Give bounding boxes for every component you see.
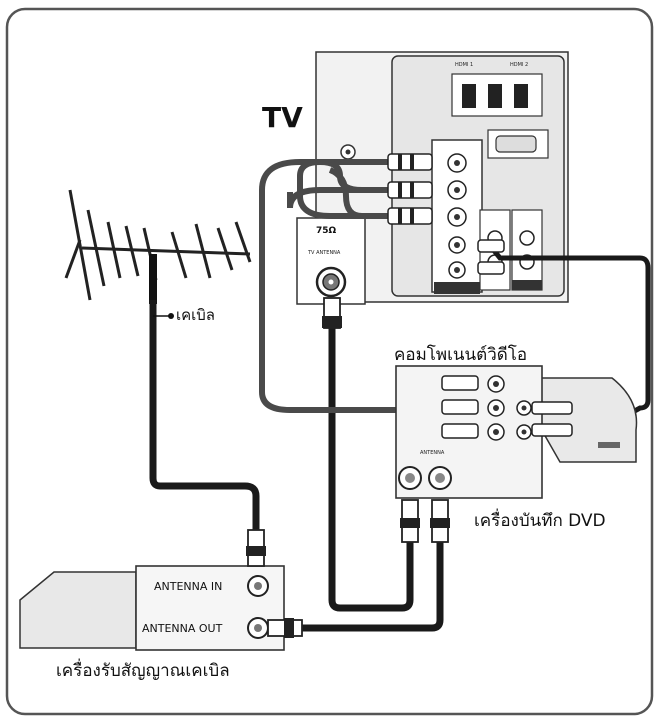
- svg-text:TV ANTENNA: TV ANTENNA: [307, 250, 341, 256]
- cable-tv-antenna-to-dvd: [328, 318, 414, 612]
- antenna-icon: [64, 189, 252, 301]
- component-video-label: คอมโพเนนต์วิดีโอ: [394, 344, 527, 365]
- dvd-recorder-label: เครื่องบันทึก DVD: [474, 508, 606, 531]
- antenna-in-label: ANTENNA IN: [154, 580, 222, 593]
- cable-box-out-to-dvd: [298, 540, 444, 632]
- hdmi-port-2: [488, 84, 502, 108]
- svg-text:ANTENNA: ANTENNA: [420, 450, 445, 456]
- dvd-recorder: ANTENNA: [395, 365, 638, 543]
- tv-antenna-input: 75Ω TV ANTENNA: [296, 217, 366, 305]
- svg-text:75Ω: 75Ω: [316, 226, 337, 236]
- hdmi-port-3: [514, 84, 528, 108]
- tv-rear-panel: HDMI 1 HDMI 2: [315, 51, 569, 303]
- svg-text:HDMI 2: HDMI 2: [510, 62, 528, 68]
- cable-box-label: เครื่องรับสัญญาณเคเบิล: [56, 658, 230, 681]
- cable-box: [19, 529, 303, 651]
- cable-label: เคเบิล: [176, 306, 215, 324]
- tv-rca-plugs: [387, 153, 505, 275]
- tv-antenna-plug: [322, 297, 342, 329]
- component-cable-loop: [259, 159, 420, 413]
- tv-label: TV: [262, 101, 303, 134]
- hdmi-port-1: [462, 84, 476, 108]
- vga-port: [495, 135, 537, 153]
- audio-cable: [490, 246, 651, 433]
- antenna-out-label: ANTENNA OUT: [142, 622, 223, 635]
- cable-antenna-to-box: [149, 300, 260, 530]
- svg-text:HDMI 1: HDMI 1: [455, 62, 473, 68]
- antenna-mast: [149, 254, 157, 304]
